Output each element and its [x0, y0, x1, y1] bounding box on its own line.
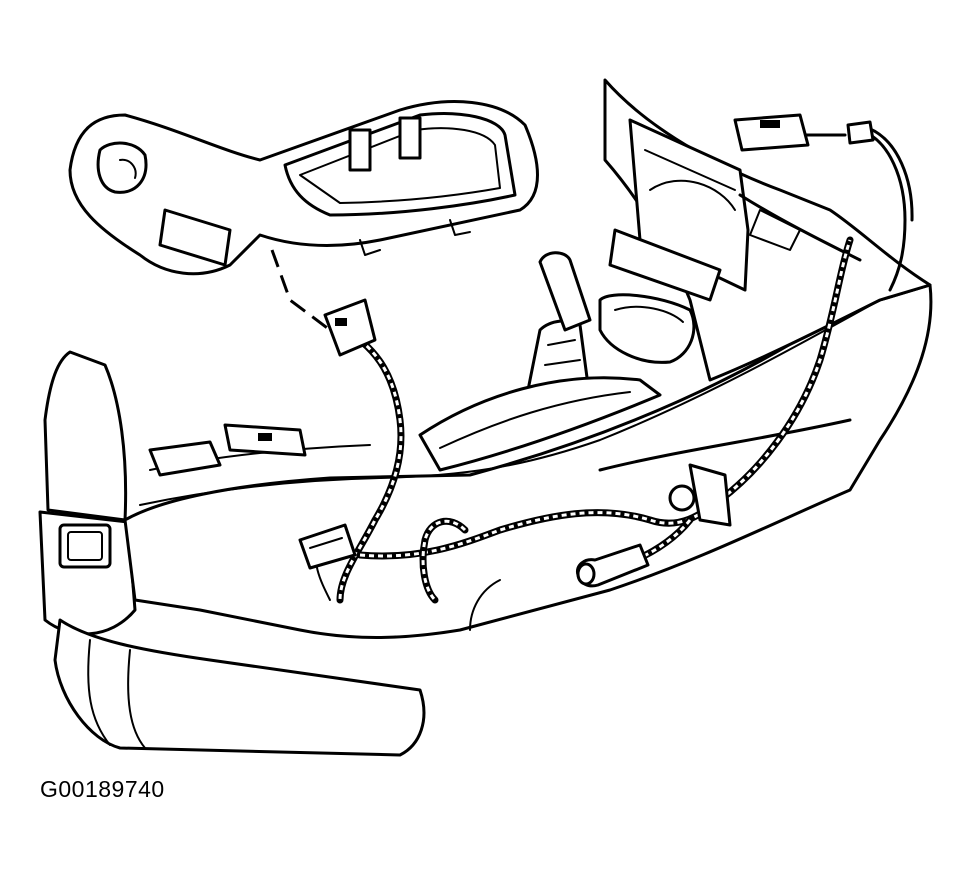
- seat-switch: [58, 523, 112, 569]
- console-trim-bezel: [68, 100, 539, 276]
- harness-routing-line: [270, 249, 331, 332]
- shift-boot-area: [418, 251, 696, 472]
- harness-connector-left: [298, 523, 357, 570]
- console-body: [123, 283, 933, 639]
- rear-console-bin: [603, 78, 932, 382]
- seat: [38, 350, 426, 757]
- relay-connector: [733, 113, 810, 152]
- harness-connector-upper: [323, 298, 377, 357]
- connectors: [223, 113, 875, 588]
- gear-shift-knob: [538, 251, 592, 332]
- bracket-connector: [688, 463, 732, 527]
- figure-id-label: G00189740: [40, 776, 165, 802]
